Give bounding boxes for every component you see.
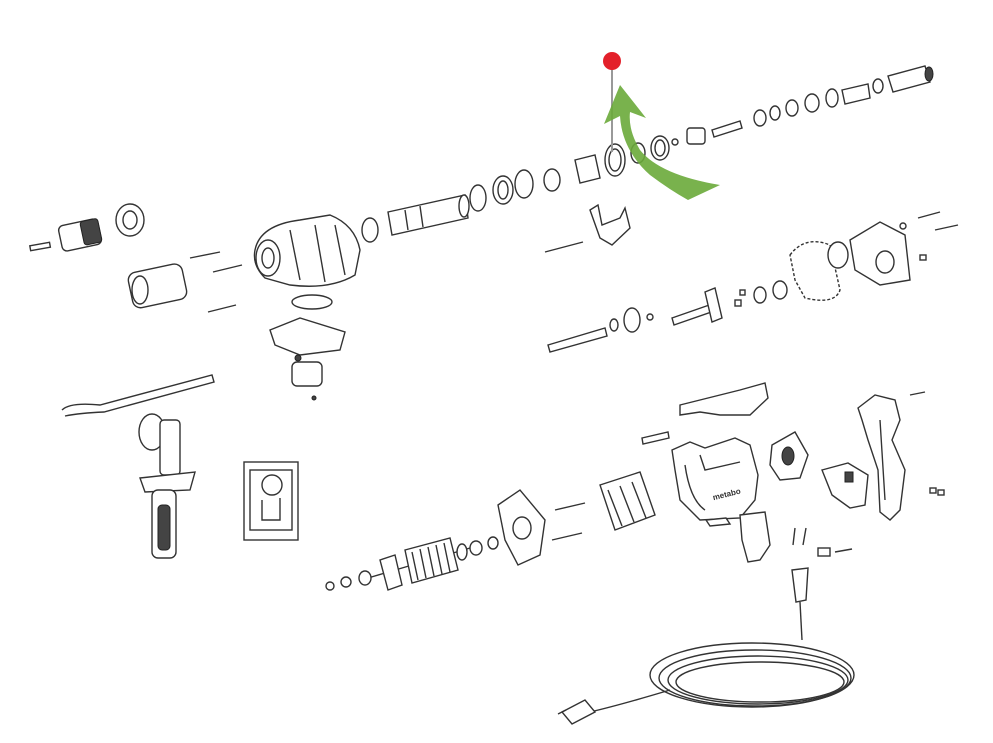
pins[interactable]	[189, 251, 243, 313]
cover-plate[interactable]	[269, 317, 346, 356]
curved-arrow-up-icon	[604, 85, 720, 200]
small-pins-right[interactable]	[899, 211, 959, 261]
rear-handle[interactable]	[857, 394, 906, 521]
small-parts-right[interactable]	[817, 391, 945, 557]
top-cover[interactable]	[679, 382, 769, 416]
label-card[interactable]	[243, 461, 299, 541]
stator[interactable]	[599, 471, 656, 531]
brush-holder[interactable]	[769, 431, 809, 481]
chuck-adapter[interactable]	[115, 203, 145, 237]
gear-housing[interactable]	[253, 214, 361, 287]
pin-rod[interactable]	[544, 241, 584, 253]
spindle-tube[interactable]	[387, 194, 470, 236]
gear-shaft[interactable]	[547, 307, 654, 353]
seal-ring[interactable]	[291, 294, 333, 310]
armature[interactable]	[367, 537, 471, 591]
power-cord[interactable]	[557, 527, 855, 725]
o-ring[interactable]	[361, 217, 379, 243]
shift-fork[interactable]	[589, 203, 631, 246]
keyless-chuck[interactable]	[57, 218, 103, 252]
motor-cover[interactable]	[827, 221, 911, 286]
motor-housing[interactable]: metabo	[671, 437, 771, 563]
intermediate-shaft[interactable]	[671, 280, 788, 326]
small-screw[interactable]	[28, 241, 52, 252]
sds-chuck[interactable]	[127, 263, 188, 310]
label-strip[interactable]	[641, 431, 670, 445]
bearing-plate[interactable]	[497, 489, 546, 566]
long-screws[interactable]	[551, 502, 586, 541]
side-handle[interactable]	[138, 413, 196, 559]
spindle-rings[interactable]	[469, 65, 934, 212]
switch-module[interactable]	[821, 462, 869, 509]
gasket[interactable]	[789, 241, 841, 301]
bearing-rings[interactable]	[325, 536, 499, 591]
depth-gauge-rod[interactable]	[61, 374, 215, 417]
selector-switch[interactable]	[291, 354, 323, 401]
